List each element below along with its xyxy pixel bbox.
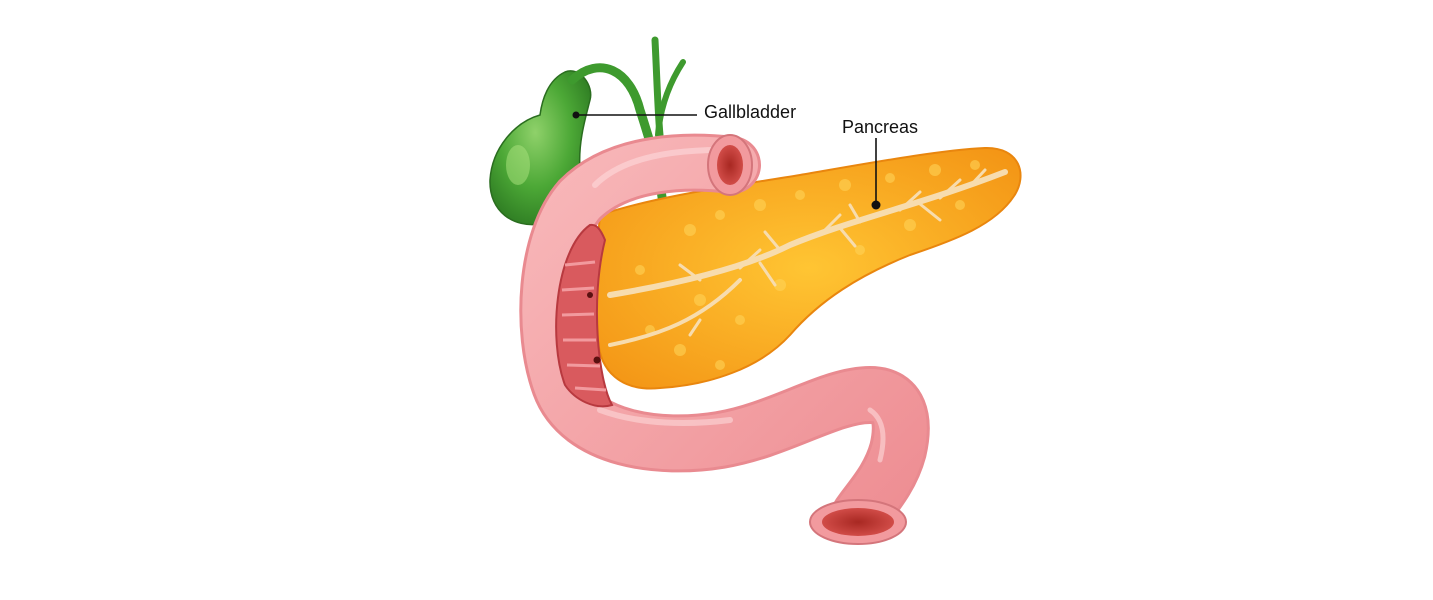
duodenum-top-opening [707, 134, 753, 196]
pancreas-organ [595, 146, 1022, 390]
pancreas-label: Pancreas [842, 117, 918, 137]
gallbladder-pointer-dot [572, 111, 580, 119]
pancreas-callout: Pancreas [842, 117, 918, 210]
duodenum [519, 133, 930, 544]
gallbladder-callout: Gallbladder [572, 102, 796, 122]
duodenum-cross-section [555, 223, 614, 408]
duodenum-bottom-opening [809, 499, 907, 545]
pancreas-pointer-dot [871, 200, 881, 210]
gallbladder-label: Gallbladder [704, 102, 796, 122]
